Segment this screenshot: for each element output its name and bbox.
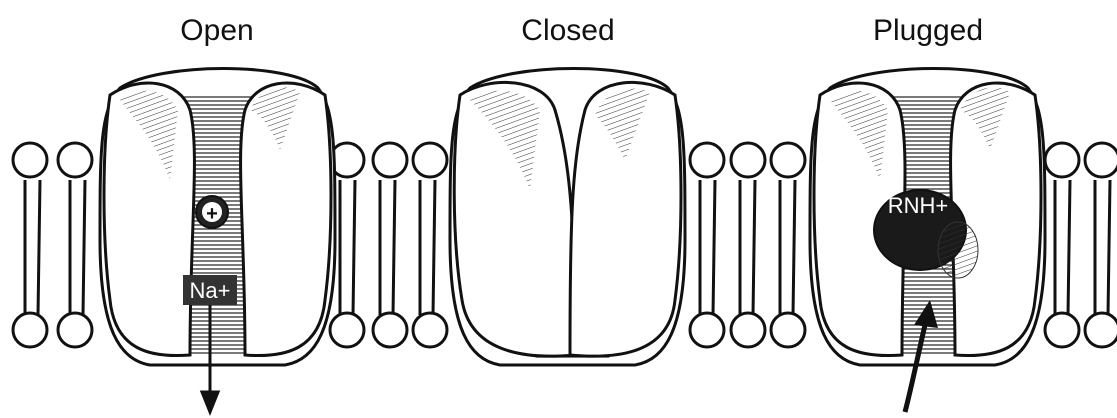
lipid-group-middle-left [330,143,447,347]
channel-closed [450,69,685,366]
positive-charge-symbol: + [206,203,218,225]
sodium-ion-label: Na+ [190,278,231,303]
lipid-group-middle-right [690,143,805,347]
positive-charge-icon: + [196,196,228,228]
blocker-ion-label: RNH+ [888,193,949,218]
lipid-group-left [13,143,92,347]
lipid-group-right [1045,143,1117,347]
channel-open: + Na+ [100,69,335,413]
channel-plugged: RNH+ [810,69,1045,413]
